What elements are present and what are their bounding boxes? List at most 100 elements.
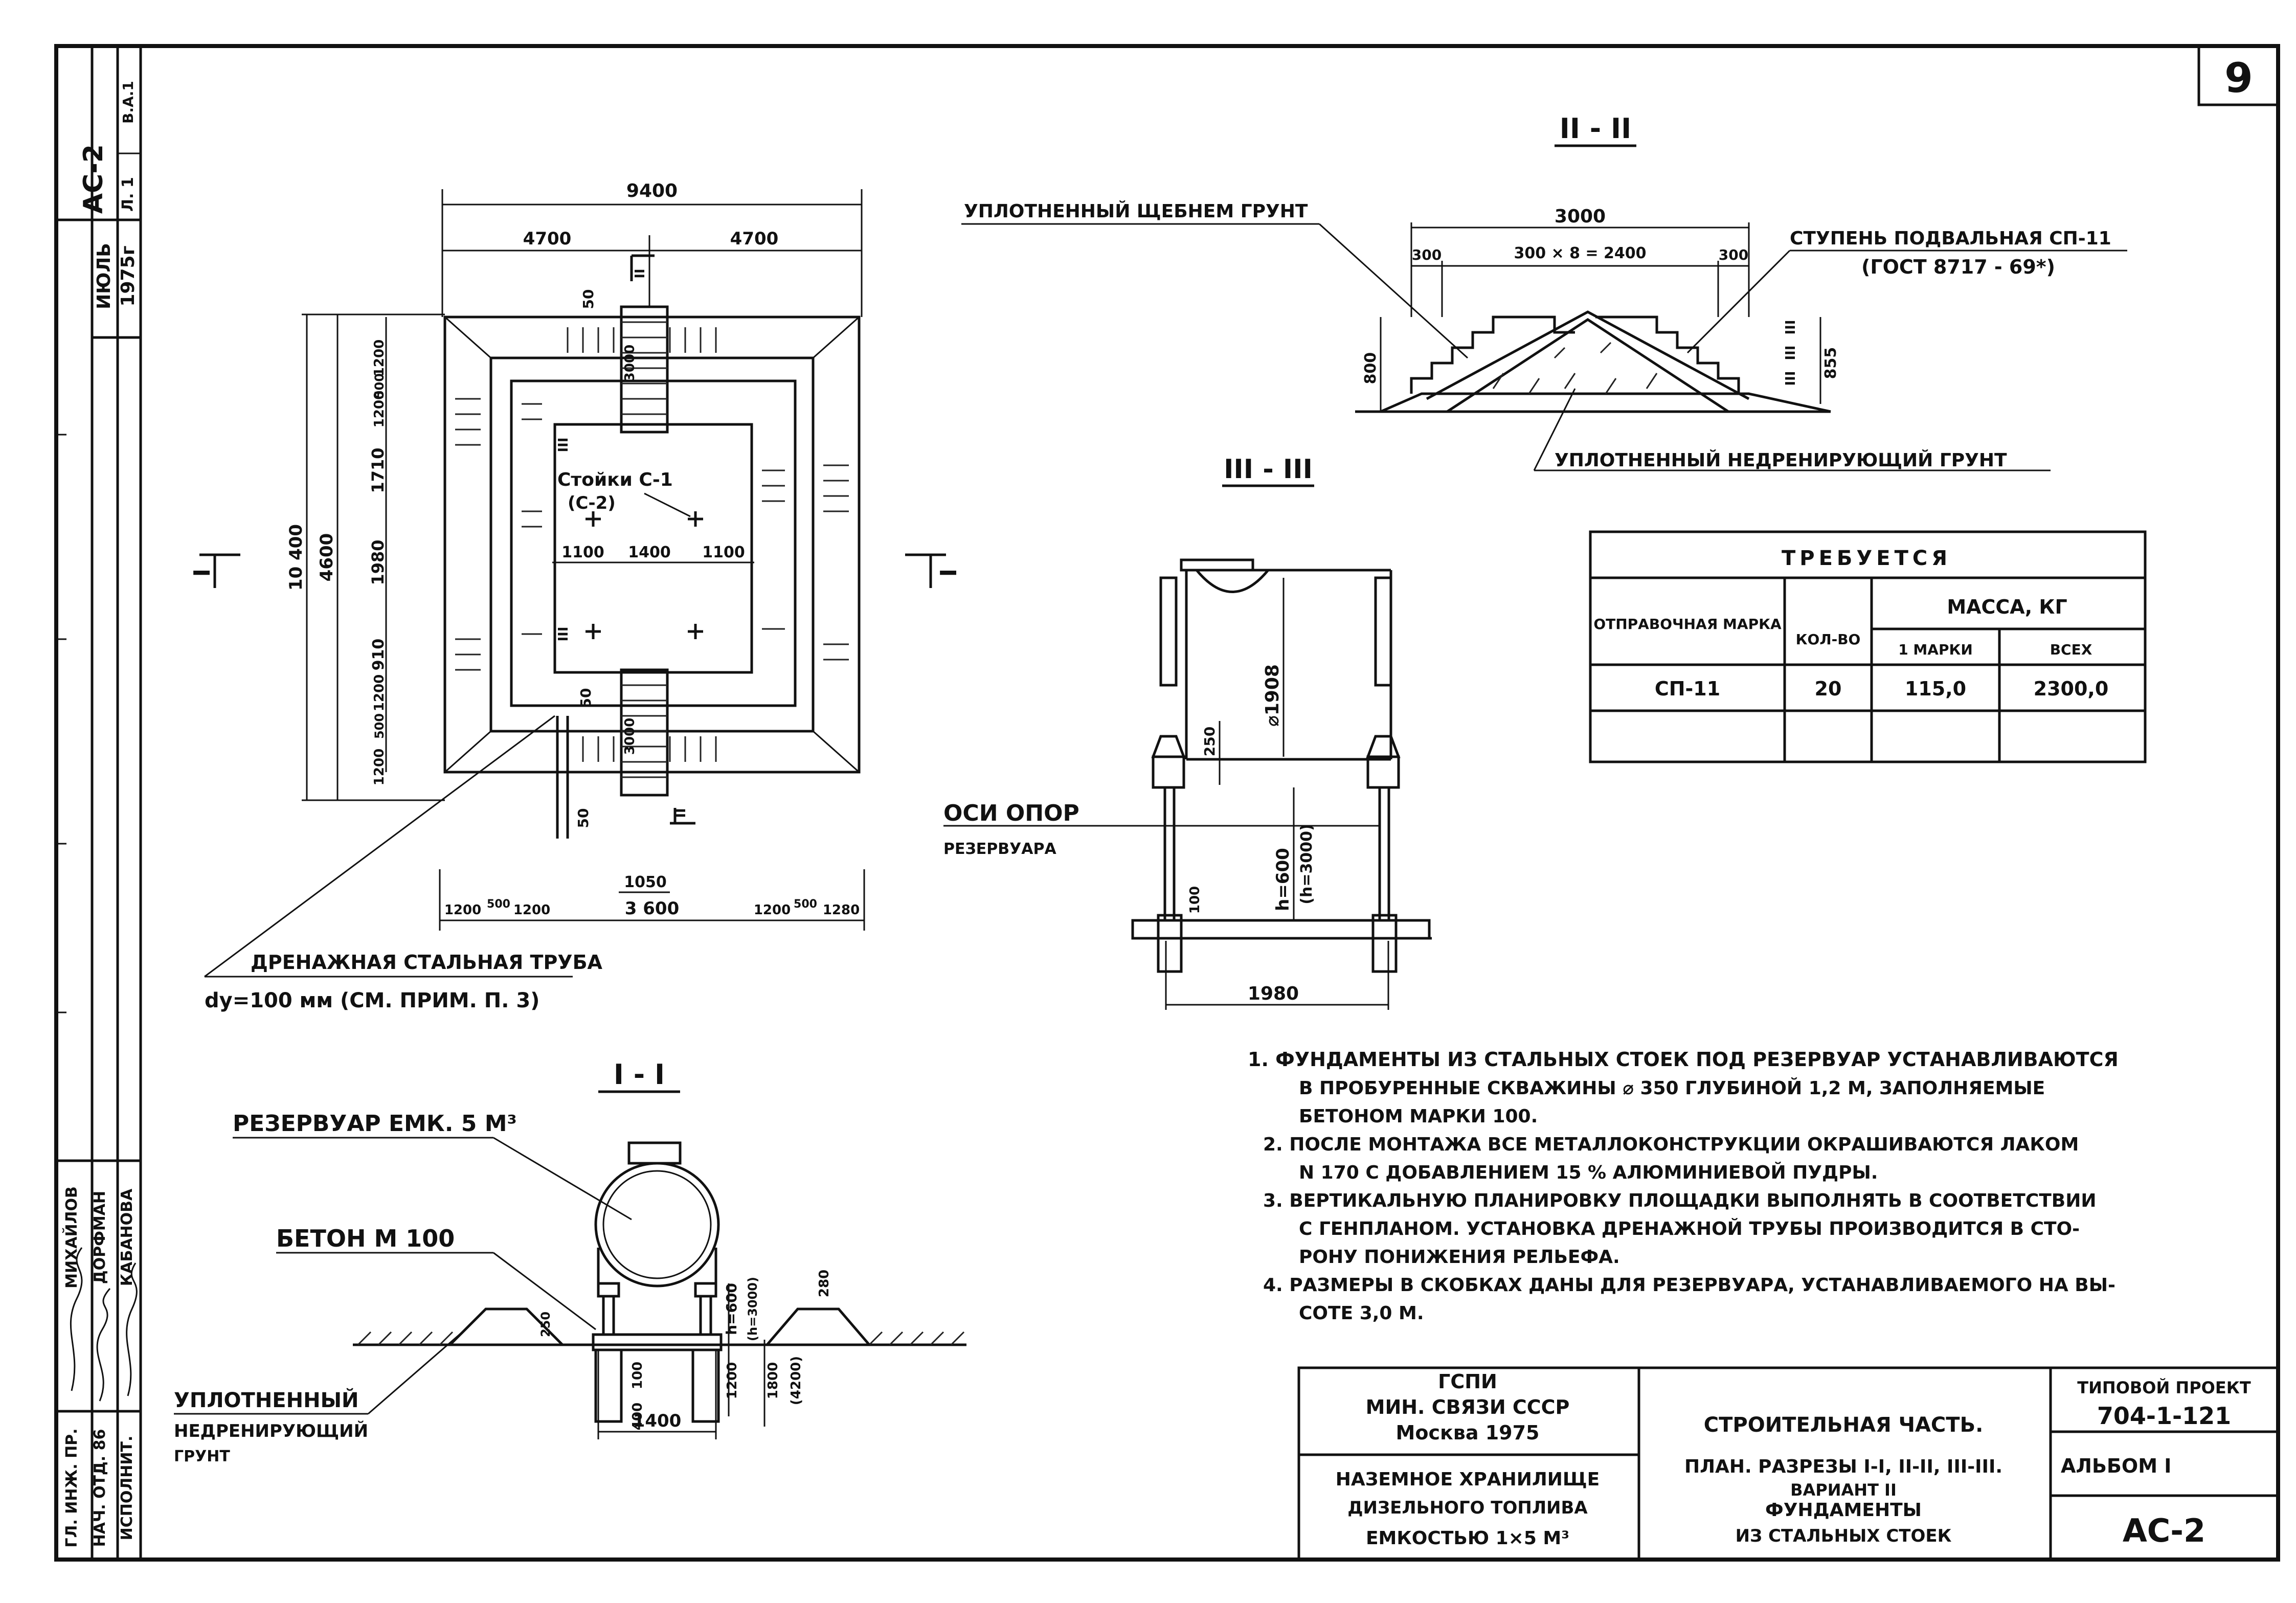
dim-1200-bot-a: 1200	[372, 674, 387, 711]
tb-sheet-4: ИЗ СТАЛЬНЫХ СТОЕК	[1736, 1526, 1952, 1546]
section-i-title: I - I	[614, 1058, 665, 1091]
tb-object-3: ЕМКОСТЬЮ 1×5 М³	[1366, 1528, 1569, 1549]
section-mark-right: I	[936, 569, 962, 577]
post-label-2: (С-2)	[568, 493, 616, 513]
dim-i-100: 100	[630, 1362, 645, 1389]
title-block: ГСПИ МИН. СВЯЗИ СССР Москва 1975 НАЗЕМНО…	[1297, 1366, 2280, 1561]
stamp-name-2: ДОРФМАН	[91, 1191, 109, 1284]
section-i-soil-2: НЕДРЕНИРУЮЩИЙ	[174, 1420, 368, 1441]
stamp-name-3: КАБАНОВА	[118, 1188, 136, 1286]
note-line-9: 4. РАЗМЕРЫ В СКОБКАХ ДАНЫ ДЛЯ РЕЗЕРВУАРА…	[1263, 1275, 2115, 1296]
note-line-7: С ГЕНПЛАНОМ. УСТАНОВКА ДРЕНАЖНОЙ ТРУБЫ П…	[1299, 1218, 2080, 1239]
dim-500-top: 500	[372, 373, 387, 399]
tb-sheet-1: ПЛАН. РАЗРЕЗЫ I-I, II-II, III-III.	[1684, 1456, 2002, 1477]
dim-1100-a: 1100	[561, 544, 604, 561]
dim-ii-mid: 300 × 8 = 2400	[1514, 244, 1646, 262]
dim-1200-bot-b: 1200	[372, 749, 387, 785]
note-line-6: 3. ВЕРТИКАЛЬНУЮ ПЛАНИРОВКУ ПЛОЩАДКИ ВЫПО…	[1263, 1190, 2097, 1211]
dim-iii-h: h=600	[1273, 848, 1293, 911]
dim-i-1800: 1800	[766, 1362, 781, 1399]
tb-project-no: 704-1-121	[2097, 1402, 2231, 1430]
dim-i-4200: (4200)	[789, 1356, 804, 1405]
dim-4600: 4600	[317, 533, 337, 582]
note-line-4: 2. ПОСЛЕ МОНТАЖА ВСЕ МЕТАЛЛОКОНСТРУКЦИИ …	[1263, 1134, 2079, 1155]
dim-3000-top: 3000	[622, 345, 638, 381]
section-mark-iii-bot: III	[556, 626, 571, 641]
section-ii-leader-left: УПЛОТНЕННЫЙ ЩЕБНЕМ ГРУНТ	[964, 200, 1308, 222]
tb-object-1: НАЗЕМНОЕ ХРАНИЛИЩЕ	[1336, 1469, 1600, 1490]
drain-label: ДРЕНАЖНАЯ СТАЛЬНАЯ ТРУБА	[251, 951, 603, 974]
dim-50-mid: 50	[577, 688, 594, 708]
tb-object-2: ДИЗЕЛЬНОГО ТОПЛИВА	[1347, 1498, 1588, 1518]
page-number-box	[2197, 44, 2280, 106]
signature-2	[96, 1288, 111, 1402]
section-ii-leader-right-2: (ГОСТ 8717 - 69*)	[1861, 256, 2055, 278]
dim-10400: 10 400	[286, 524, 306, 591]
section-ii-leader-right-1: СТУПЕНЬ ПОДВАЛЬНАЯ СП-11	[1790, 228, 2111, 249]
table-title: ТРЕБУЕТСЯ	[1782, 547, 1951, 570]
tb-sheet-3: ФУНДАМЕНТЫ	[1765, 1500, 1922, 1521]
section-i-concrete-label: БЕТОН М 100	[276, 1225, 455, 1252]
dim-ii-step-3: ІІІ	[1783, 371, 1798, 386]
drain-size: dу=100 мм (СМ. ПРИМ. П. 3)	[205, 989, 539, 1012]
section-i-tank-label: РЕЗЕРВУАР ЕМК. 5 М³	[233, 1111, 517, 1137]
dim-iii-h2: (h=3000)	[1298, 824, 1316, 904]
dim-i-h: h=600	[723, 1283, 740, 1335]
table-col-mass-one: 1 МАРКИ	[1898, 641, 1973, 658]
dim-b-3600: 3 600	[625, 898, 679, 919]
table-row-qty: 20	[1815, 678, 1842, 700]
page-number: 9	[2224, 54, 2253, 102]
note-line-1: 1. ФУНДАМЕНТЫ ИЗ СТАЛЬНЫХ СТОЕК ПОД РЕЗЕ…	[1248, 1048, 2119, 1071]
dim-9400: 9400	[626, 180, 678, 201]
dim-50-bot: 50	[575, 808, 592, 828]
section-i-soil-3: ГРУНТ	[174, 1448, 230, 1465]
section-ii-title: II - II	[1560, 112, 1631, 145]
dim-3000-bot: 3000	[622, 718, 638, 755]
dim-iii-250: 250	[1201, 727, 1218, 756]
table-col-qty: КОЛ-ВО	[1796, 631, 1861, 648]
table-row-mark: СП-11	[1655, 678, 1720, 700]
dim-1100-b: 1100	[702, 544, 745, 561]
stamp-role-3: ИСПОЛНИТ.	[118, 1436, 136, 1541]
dim-ii-3000: 3000	[1555, 206, 1606, 227]
stamp-sheet-cell-1: Л. 1	[119, 177, 137, 212]
table-col-mark: ОТПРАВОЧНАЯ МАРКА	[1593, 616, 1782, 633]
dim-ii-300-b: 300	[1719, 246, 1748, 263]
dim-i-280: 280	[817, 1270, 832, 1297]
section-iii: III - III ⌀1908 250 h=600 (h=3000) 100	[943, 454, 1432, 1010]
dim-1400-mid: 1400	[628, 544, 671, 561]
notes: 1. ФУНДАМЕНТЫ ИЗ СТАЛЬНЫХ СТОЕК ПОД РЕЗЕ…	[1248, 1048, 2119, 1324]
dim-1710: 1710	[368, 447, 388, 493]
dim-iii-1980: 1980	[1248, 983, 1299, 1004]
dim-b-1200-c: 1200	[754, 902, 791, 918]
post-label: Стойки С-1	[557, 469, 673, 490]
dim-500-bot: 500	[372, 713, 387, 739]
tb-org-3: Москва 1975	[1396, 1421, 1540, 1444]
dim-b-1280: 1280	[823, 902, 860, 918]
dim-ii-855: 855	[1822, 347, 1840, 379]
section-i: I - I 1400 100 400 250 120	[174, 1058, 966, 1465]
dim-i-1400: 1400	[633, 1411, 682, 1431]
section-mark-ii-top: II	[633, 268, 648, 278]
axis-label-2: РЕЗЕРВУАРА	[943, 840, 1056, 858]
section-ii: II - II 3000 300 300 × 8 = 2400 300 800 …	[961, 112, 2127, 471]
tb-album: АЛЬБОМ I	[2061, 1455, 2171, 1477]
requirements-table: ТРЕБУЕТСЯ ОТПРАВОЧНАЯ МАРКА КОЛ-ВО МАССА…	[1589, 530, 2147, 763]
dim-4700-right: 4700	[730, 229, 779, 249]
section-mark-iii-top: III	[556, 437, 571, 452]
section-i-soil-1: УПЛОТНЕННЫЙ	[174, 1388, 359, 1412]
table-col-mass-all: ВСЕХ	[2050, 641, 2092, 658]
dim-ii-800: 800	[1362, 352, 1380, 385]
dim-i-h2: (h=3000)	[746, 1277, 760, 1341]
stamp-month: ИЮЛЬ	[94, 243, 115, 309]
table-row-one: 115,0	[1905, 678, 1966, 700]
section-mark-ii-bot: II	[673, 808, 689, 818]
stamp-code: АС-2	[78, 144, 109, 214]
table-row-all: 2300,0	[2034, 678, 2109, 700]
section-iii-title: III - III	[1224, 454, 1313, 485]
dim-b-1200-b: 1200	[513, 902, 550, 918]
note-line-5: N 170 С ДОБАВЛЕНИЕМ 15 % АЛЮМИНИЕВОЙ ПУД…	[1299, 1162, 1878, 1183]
stamp-role-1: ГЛ. ИНЖ. ПР.	[63, 1428, 81, 1547]
table-col-mass: МАССА, КГ	[1947, 596, 2067, 618]
